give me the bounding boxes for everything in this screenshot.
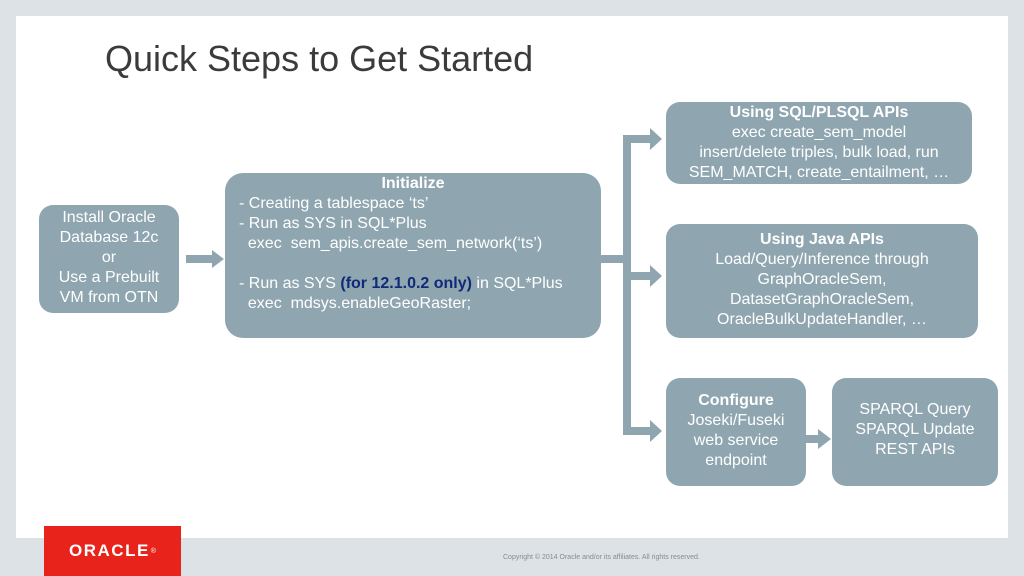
- initialize-line: - Run as SYS in SQL*Plus: [239, 215, 427, 232]
- oracle-logo-text: ORACLE: [69, 541, 150, 560]
- registered-mark: ®: [150, 547, 156, 555]
- java-apis-box: Using Java APIs Load/Query/Inference thr…: [666, 224, 978, 338]
- install-line: Install Oracle: [62, 209, 156, 226]
- arrow-to-config: [623, 420, 662, 442]
- spacer: [239, 254, 601, 274]
- initialize-line: - Creating a tablespace ‘ts’: [239, 195, 429, 212]
- initialize-line: exec mdsys.enableGeoRaster;: [239, 295, 472, 312]
- initialize-box: Initialize - Creating a tablespace ‘ts’ …: [225, 173, 601, 338]
- oracle-logo: ORACLE®: [44, 526, 181, 576]
- sql-apis-box: Using SQL/PLSQL APIs exec create_sem_mod…: [666, 102, 972, 184]
- initialize-line: - Run as SYS (for 12.1.0.2 only) in SQL*…: [239, 274, 601, 294]
- install-line: Use a Prebuilt: [58, 269, 160, 286]
- java-apis-heading: Using Java APIs: [760, 231, 884, 248]
- install-box: Install Oracle Database 12c or Use a Pre…: [39, 205, 179, 313]
- sql-apis-heading: Using SQL/PLSQL APIs: [729, 104, 909, 121]
- version-highlight: (for 12.1.0.2 only): [340, 275, 472, 292]
- java-apis-line: DatasetGraphOracleSem,: [729, 291, 915, 308]
- configure-line: Joseki/Fuseki: [687, 412, 785, 429]
- copyright-text: Copyright © 2014 Oracle and/or its affil…: [503, 554, 700, 561]
- arrow-install-to-init: [186, 250, 224, 268]
- sql-apis-line: SEM_MATCH, create_entailment, …: [688, 164, 950, 181]
- sparql-box: SPARQL Query SPARQL Update REST APIs: [832, 378, 998, 486]
- arrow-to-java: [623, 265, 662, 287]
- sparql-line: SPARQL Update: [855, 421, 975, 438]
- configure-line: endpoint: [705, 452, 767, 469]
- sparql-line: REST APIs: [875, 441, 955, 458]
- initialize-line: exec sem_apis.create_sem_network(‘ts’): [239, 235, 543, 252]
- sql-apis-line: exec create_sem_model: [731, 124, 907, 141]
- initialize-line4-post: in SQL*Plus: [471, 275, 563, 292]
- initialize-line4-pre: - Run as SYS: [239, 275, 341, 292]
- arrow-trunk: [623, 139, 631, 435]
- install-line: VM from OTN: [59, 289, 159, 306]
- sql-apis-line: insert/delete triples, bulk load, run: [699, 144, 939, 161]
- initialize-body: - Creating a tablespace ‘ts’ - Run as SY…: [225, 194, 601, 314]
- java-apis-line: GraphOracleSem,: [757, 271, 887, 288]
- page-title: Quick Steps to Get Started: [105, 38, 534, 79]
- initialize-heading: Initialize: [381, 175, 445, 192]
- arrow-init-stem: [601, 255, 631, 263]
- install-line: Database 12c: [59, 229, 159, 246]
- configure-box: Configure Joseki/Fuseki web service endp…: [666, 378, 806, 486]
- sparql-line: SPARQL Query: [859, 401, 971, 418]
- configure-heading: Configure: [698, 392, 774, 409]
- arrow-to-sql: [623, 128, 662, 150]
- install-line: or: [101, 249, 117, 266]
- java-apis-line: Load/Query/Inference through: [715, 251, 929, 268]
- arrow-config-to-sparql: [806, 429, 831, 449]
- configure-line: web service: [693, 432, 779, 449]
- java-apis-line: OracleBulkUpdateHandler, …: [717, 311, 927, 328]
